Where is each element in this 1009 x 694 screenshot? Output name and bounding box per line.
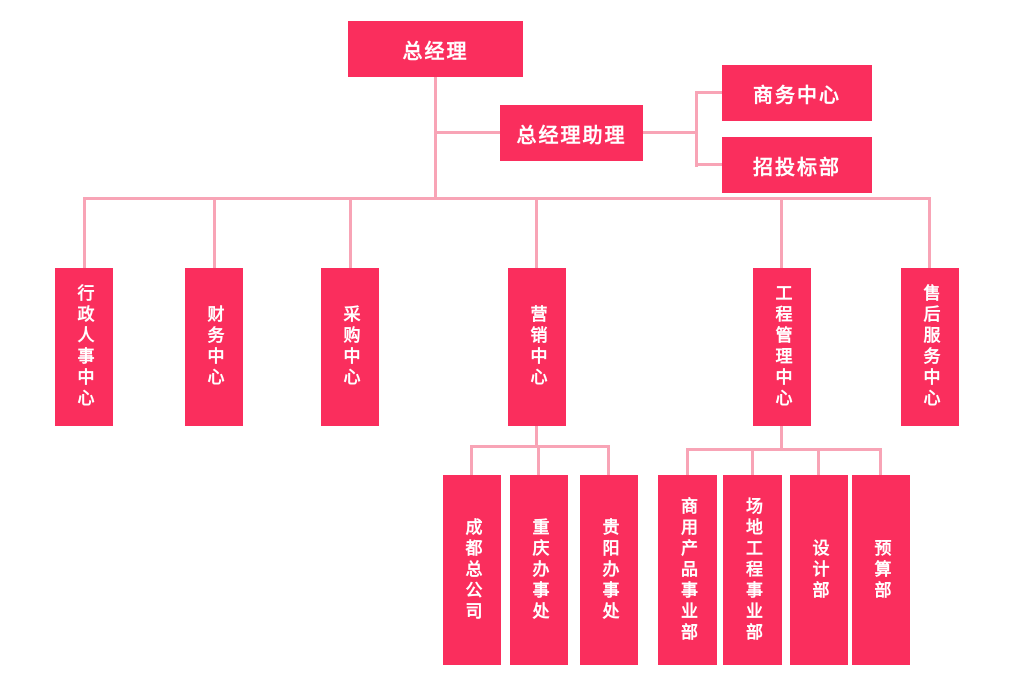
connector-drop-commercial-products <box>686 448 689 475</box>
node-marketing-center: 营销中心 <box>508 268 566 426</box>
connector-assistant-right <box>643 131 698 134</box>
node-bidding-department: 招投标部 <box>722 137 872 193</box>
node-gm-assistant-label: 总经理助理 <box>516 124 627 147</box>
node-general-manager: 总经理 <box>348 21 523 77</box>
connector-drop-design <box>817 448 820 475</box>
node-budget-department: 预算部 <box>852 475 910 665</box>
node-business-center-label: 商务中心 <box>753 84 841 107</box>
connector-drop-site-engineering <box>751 448 754 475</box>
node-engineering-management-center: 工程管理中心 <box>753 268 811 426</box>
node-guiyang-office: 贵阳办事处 <box>580 475 638 665</box>
node-admin-hr-center: 行政人事中心 <box>55 268 113 426</box>
connector-assistant-rail <box>695 91 698 167</box>
connector-drop-guiyang <box>607 445 610 475</box>
node-commercial-products-division-label: 商用产品事业部 <box>678 496 697 644</box>
connector-drop-admin-hr <box>83 197 86 268</box>
node-general-manager-label: 总经理 <box>402 40 469 63</box>
connector-main-rail <box>83 197 931 200</box>
connector-engineering-trunk <box>780 426 783 451</box>
node-admin-hr-center-label: 行政人事中心 <box>74 284 94 410</box>
connector-assistant-left <box>434 131 500 134</box>
node-commercial-products-division: 商用产品事业部 <box>658 475 717 665</box>
connector-drop-chongqing <box>537 445 540 475</box>
node-finance-center-label: 财务中心 <box>204 305 224 389</box>
node-business-center: 商务中心 <box>722 65 872 121</box>
node-engineering-management-center-label: 工程管理中心 <box>772 284 792 410</box>
node-procurement-center: 采购中心 <box>321 268 379 426</box>
node-chengdu-headquarters-label: 成都总公司 <box>462 517 482 623</box>
connector-stub-bidding-dept <box>695 163 722 166</box>
node-design-department: 设计部 <box>790 475 848 665</box>
node-site-engineering-division: 场地工程事业部 <box>723 475 782 665</box>
connector-marketing-trunk <box>535 426 538 448</box>
node-bidding-department-label: 招投标部 <box>753 156 841 179</box>
connector-drop-procurement <box>349 197 352 268</box>
node-design-department-label: 设计部 <box>809 538 829 602</box>
connector-stub-business-center <box>695 91 722 94</box>
connector-drop-engineering <box>780 197 783 268</box>
node-procurement-center-label: 采购中心 <box>340 305 360 389</box>
node-after-sales-service-center: 售后服务中心 <box>901 268 959 426</box>
node-guiyang-office-label: 贵阳办事处 <box>599 517 619 623</box>
node-gm-assistant: 总经理助理 <box>500 105 643 161</box>
connector-trunk <box>434 77 437 197</box>
node-marketing-center-label: 营销中心 <box>527 305 547 389</box>
connector-drop-finance <box>213 197 216 268</box>
node-chongqing-office-label: 重庆办事处 <box>529 517 549 623</box>
connector-marketing-rail <box>470 445 610 448</box>
node-budget-department-label: 预算部 <box>871 538 891 602</box>
connector-drop-chengdu <box>470 445 473 475</box>
node-site-engineering-division-label: 场地工程事业部 <box>743 496 762 644</box>
connector-drop-marketing <box>535 197 538 268</box>
connector-drop-after-sales <box>928 197 931 268</box>
connector-engineering-rail <box>686 448 882 451</box>
connector-drop-budget <box>879 448 882 475</box>
node-chongqing-office: 重庆办事处 <box>510 475 568 665</box>
node-after-sales-service-center-label: 售后服务中心 <box>920 284 940 410</box>
node-finance-center: 财务中心 <box>185 268 243 426</box>
node-chengdu-headquarters: 成都总公司 <box>443 475 501 665</box>
